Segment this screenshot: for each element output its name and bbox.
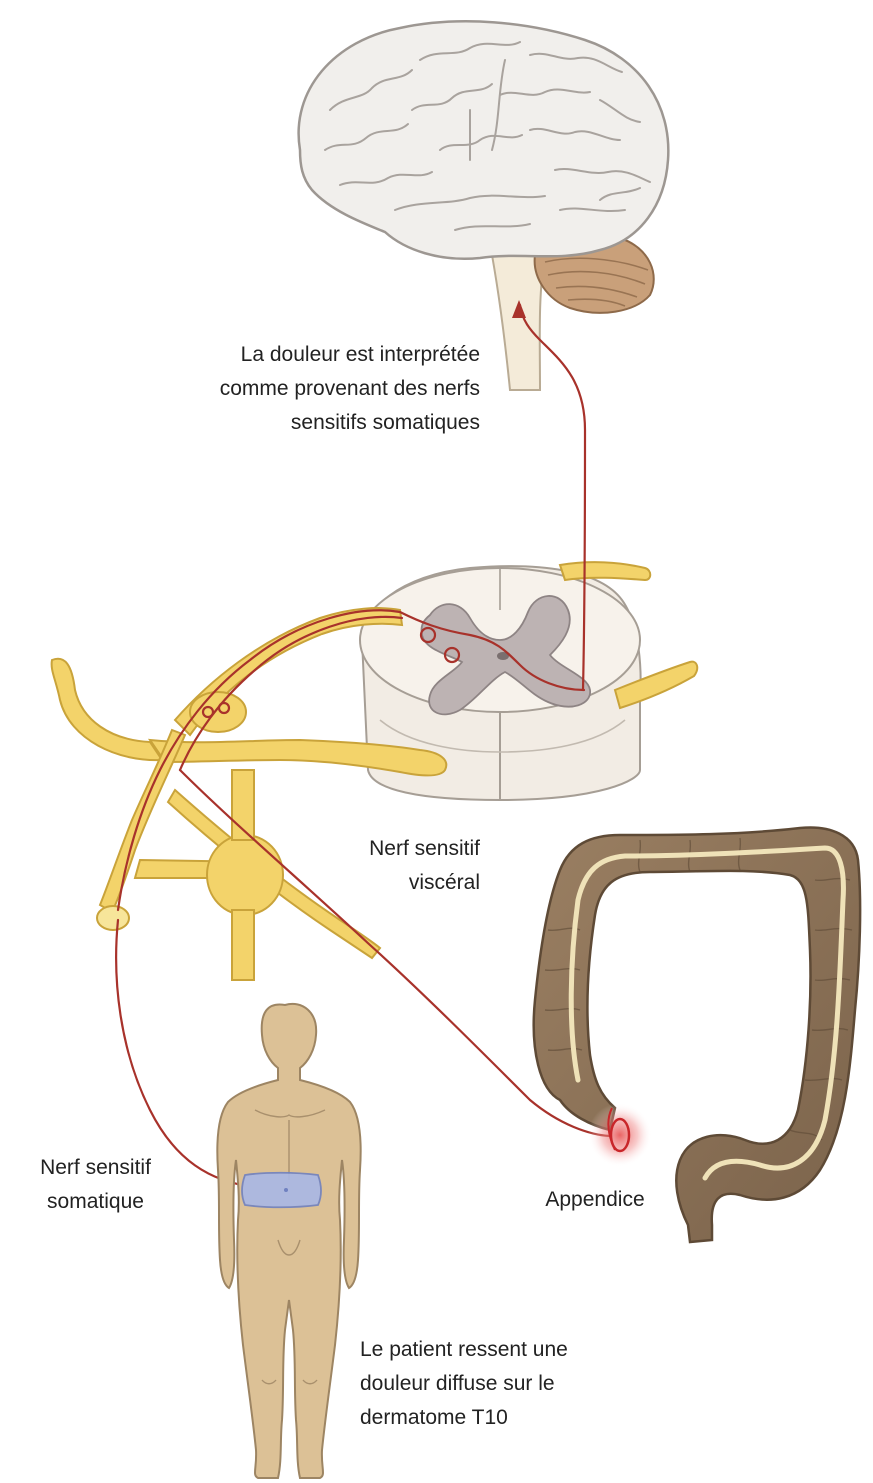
dermatome-t10 [242,1173,321,1208]
patient-label: Le patient ressent une douleur diffuse s… [360,1333,680,1435]
somatic-nerve-label: Nerf sensitif somatique [8,1151,183,1219]
somatic-nerve-line1: Nerf sensitif [8,1151,183,1185]
colon-illustration [534,827,860,1242]
visceral-nerve-line2: viscéral [330,866,480,900]
visceral-nerve-line1: Nerf sensitif [330,832,480,866]
brain-illustration [299,21,669,390]
appendix-label: Appendice [520,1183,670,1217]
interpretation-line3: sensitifs somatiques [100,406,480,440]
patient-body [217,1004,360,1478]
interpretation-line2: comme provenant des nerfs [100,372,480,406]
visceral-nerve-label: Nerf sensitif viscéral [330,832,480,900]
patient-line3: dermatome T10 [360,1401,680,1435]
patient-line2: douleur diffuse sur le [360,1367,680,1401]
patient-line1: Le patient ressent une [360,1333,680,1367]
appendix-inflammation [588,1103,652,1167]
somatic-nerve-line2: somatique [8,1185,183,1219]
interpretation-line1: La douleur est interprétée [100,338,480,372]
interpretation-label: La douleur est interprétée comme provena… [100,338,480,440]
